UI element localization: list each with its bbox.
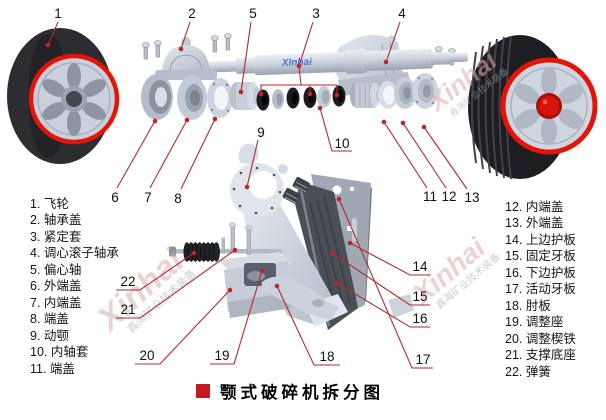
tension-rod <box>172 249 282 254</box>
parts-list-item: 5. 偏心轴 <box>30 262 82 277</box>
diagram-title: 颚式破碎机拆分图 <box>220 384 384 402</box>
parts-list-item: 4. 调心滚子轴承 <box>30 246 119 261</box>
parts-list-item: 17. 活动牙板 <box>505 282 576 297</box>
toggle-plate-arm <box>261 276 339 320</box>
parts-list-item: 2. 轴承盖 <box>30 213 82 228</box>
callout-16: 16 <box>412 311 427 326</box>
callout-8: 8 <box>174 191 182 206</box>
adjusting-seat-top <box>218 252 292 272</box>
eccentric-shaft-hub <box>230 82 261 110</box>
callout-6: 6 <box>111 190 119 205</box>
shaft-watermark-text: XInhai <box>281 57 313 69</box>
parts-list-item: 1. 飞轮 <box>30 197 69 211</box>
flywheel-right-spoke-openings <box>514 67 584 145</box>
disc-row <box>141 73 438 120</box>
parts-list-item: 18. 肘板 <box>505 298 551 313</box>
end-cover-ring-right <box>378 81 398 109</box>
leader-lines <box>47 21 468 369</box>
flywheel-left <box>7 28 120 164</box>
bolt-icon <box>154 40 162 58</box>
ribbed-sleeve <box>350 83 382 108</box>
bolt-icon <box>142 42 150 60</box>
callout-2: 2 <box>188 6 196 21</box>
callout-13: 13 <box>464 190 479 205</box>
parts-list-item: 19. 调整座 <box>505 315 564 330</box>
callout-3: 3 <box>312 6 320 21</box>
bearing-cap <box>155 37 217 80</box>
callout-9: 9 <box>257 125 265 140</box>
callout-15: 15 <box>412 289 427 304</box>
parts-list-item: 22. 弹簧 <box>505 364 551 379</box>
leader-dots <box>45 42 427 293</box>
parts-list-item: 12. 内端盖 <box>505 200 564 214</box>
callout-17: 17 <box>415 352 430 367</box>
adapter-sleeve-rings <box>256 85 346 111</box>
spring <box>183 242 220 262</box>
movable-jaw-plate <box>294 182 358 330</box>
parts-list-left: 1. 飞轮 2. 轴承盖 3. 紧定套 4. 调心滚子轴承 5. 偏心轴 6. … <box>30 196 119 377</box>
callout-12: 12 <box>441 189 456 204</box>
callout-11: 11 <box>423 189 437 204</box>
bolt-icon <box>211 35 219 53</box>
end-cover-ring <box>207 78 233 118</box>
callout-5: 5 <box>249 6 257 21</box>
parts-list-item: 7. 内端盖 <box>30 295 82 310</box>
outer-end-cover-right <box>412 73 438 109</box>
callout-18: 18 <box>319 349 334 364</box>
parts-list-item: 11. 端盖 <box>30 361 75 376</box>
inner-end-cover-disc <box>177 76 207 120</box>
outer-end-cover-disc <box>141 74 173 120</box>
parts-list-item: 8. 端盖 <box>30 312 69 327</box>
flywheel-left-spoke-openings <box>42 63 106 136</box>
callout-1: 1 <box>54 6 62 21</box>
adjusting-wedge <box>388 294 414 318</box>
adjuster-assembly <box>169 222 414 320</box>
callout-14: 14 <box>412 259 428 274</box>
parts-list-item: 21. 支撑底座 <box>505 348 576 363</box>
parts-list-right: 12. 内端盖 13. 外端盖 14. 上边护板 15. 固定牙板 16. 下边… <box>505 199 576 380</box>
pulley-grooves <box>471 35 512 180</box>
parts-list-item: 9. 动颚 <box>30 328 69 343</box>
title-red-square-icon <box>196 384 210 398</box>
parts-list-item: 14. 上边护板 <box>505 232 576 247</box>
callout-10: 10 <box>334 136 349 151</box>
parts-list-item: 6. 外端盖 <box>30 279 82 294</box>
callout-numbers: 1 2 3 4 5 6 7 8 9 10 11 12 13 14 15 16 1… <box>54 6 479 367</box>
callout-22: 22 <box>120 274 135 289</box>
swing-jaw-lug <box>238 143 259 164</box>
diagram-title-block: 颚式破碎机拆分图 <box>196 379 384 403</box>
callout-4: 4 <box>398 6 406 21</box>
jaw-teeth-blocks <box>282 177 310 204</box>
callout-19: 19 <box>214 348 229 363</box>
bolt-icon <box>224 33 232 51</box>
callout-7: 7 <box>144 190 152 205</box>
parts-list-item: 3. 紧定套 <box>30 229 82 244</box>
callout-20: 20 <box>139 348 154 363</box>
parts-list-item: 10. 内轴套 <box>30 345 89 360</box>
parts-list-item: 16. 下边护板 <box>505 265 576 280</box>
callout-21: 21 <box>120 302 135 317</box>
flywheel-right <box>468 35 598 180</box>
inner-end-cover-right <box>394 77 416 109</box>
parts-list-item: 20. 调整楔铁 <box>505 331 576 346</box>
parts-list-item: 13. 外端盖 <box>505 216 564 231</box>
parts-list-item: 15. 固定牙板 <box>505 249 576 264</box>
